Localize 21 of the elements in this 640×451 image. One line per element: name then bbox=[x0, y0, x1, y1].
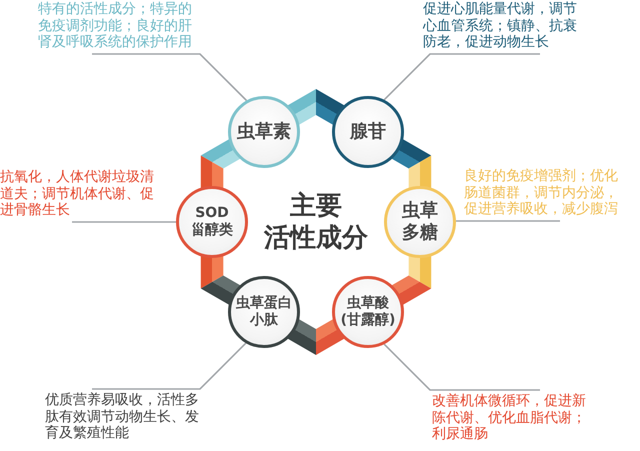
ingredient-circle bbox=[332, 96, 404, 168]
ingredient-name: 虫草多糖 bbox=[401, 200, 439, 244]
ingredient-circle bbox=[228, 96, 300, 168]
description-text: 特有的活性成分；特异的免疫调剂功能；良好的肝肾及呼吸系统的保护作用 bbox=[38, 1, 202, 54]
description-text: 促进心肌能量代谢，调节心血管系统；镇静、抗衰防老，促进动物生长 bbox=[423, 1, 587, 54]
description-text: 良好的免疫增强剂；优化肠道菌群，调节内分泌，促进营养吸收，减少腹泻 bbox=[464, 168, 628, 220]
leader-line bbox=[384, 53, 540, 100]
leader-line bbox=[72, 221, 176, 223]
ingredient-name: 虫草酸(甘露醇) bbox=[340, 295, 396, 329]
ingredient-name: SOD 甾醇类 bbox=[190, 205, 234, 239]
description-text: 优质营养易吸收，活性多肽有效调节动物生长、发育及繁殖性能 bbox=[45, 389, 209, 442]
description-text: 抗氧化，人体代谢垃圾清道夫；调节机体代谢、促进骨骼生长 bbox=[0, 169, 164, 222]
leader-line bbox=[92, 53, 248, 102]
ingredient-name: 虫草素 bbox=[237, 121, 291, 143]
ingredient-name: 腺苷 bbox=[350, 121, 386, 143]
leader-line bbox=[92, 342, 246, 390]
description-text: 改善机体微循环，促进新陈代谢、优化血脂代谢；利尿通肠 bbox=[432, 390, 596, 442]
ingredient-name: 虫草蛋白小肽 bbox=[234, 295, 293, 329]
leader-line bbox=[456, 220, 560, 222]
leader-line bbox=[384, 344, 540, 391]
center-title: 主要活性成分 bbox=[262, 190, 369, 254]
